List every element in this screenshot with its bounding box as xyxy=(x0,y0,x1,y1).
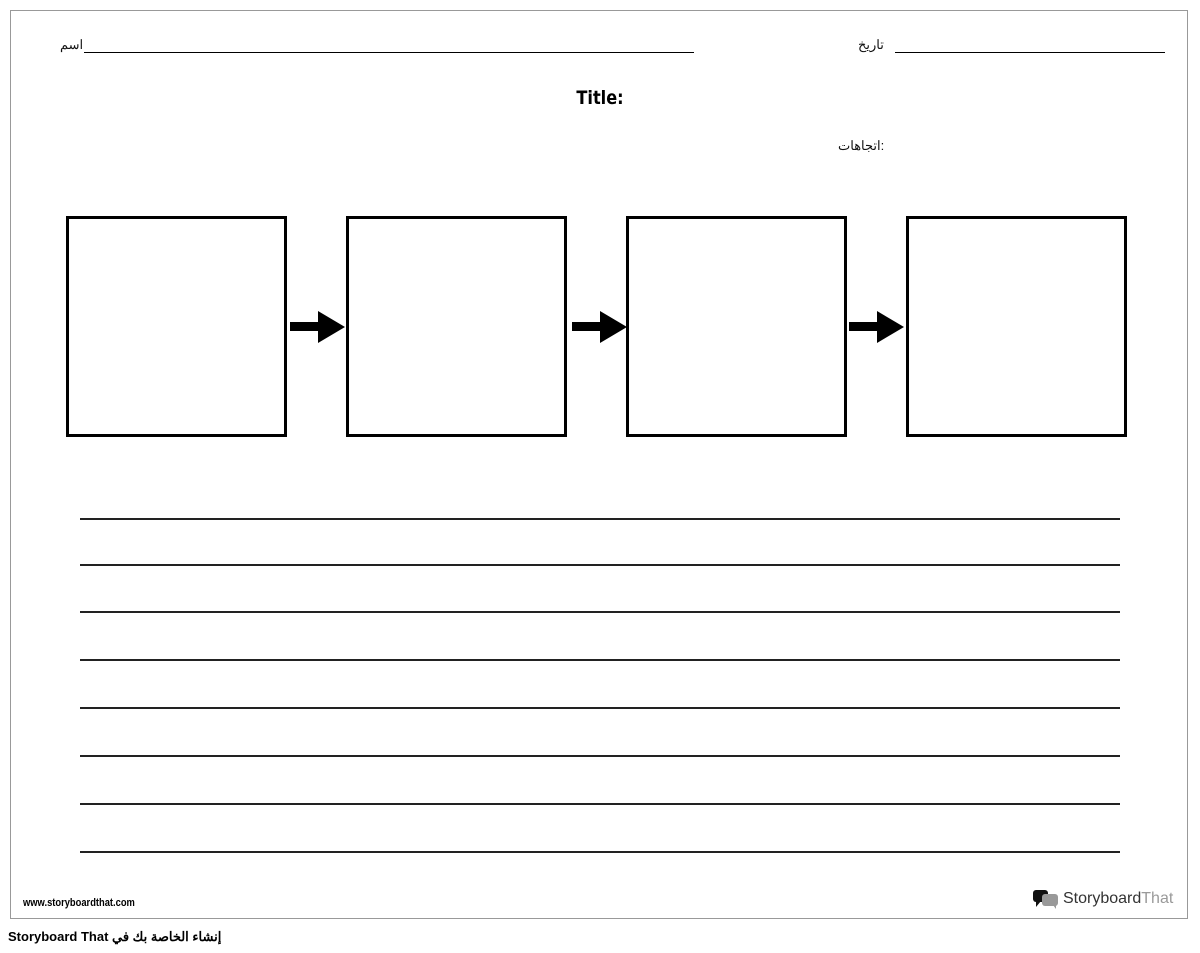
storyboard-cell-4[interactable] xyxy=(906,216,1127,437)
arrow-right-icon xyxy=(572,311,627,343)
writing-line[interactable] xyxy=(80,564,1120,566)
directions-label: اتجاهات: xyxy=(838,138,885,153)
storyboard-cell-2[interactable] xyxy=(346,216,567,437)
writing-line[interactable] xyxy=(80,518,1120,520)
writing-line[interactable] xyxy=(80,659,1120,661)
name-field-line[interactable] xyxy=(84,52,694,53)
logo-text-accent: That xyxy=(1141,890,1174,907)
arrow-right-icon xyxy=(290,311,345,343)
worksheet-card xyxy=(10,10,1188,919)
writing-line[interactable] xyxy=(80,755,1120,757)
name-label: اسم xyxy=(60,37,84,52)
writing-line[interactable] xyxy=(80,611,1120,613)
page-title: Title: xyxy=(576,87,624,109)
storyboard-cell-3[interactable] xyxy=(626,216,847,437)
writing-line[interactable] xyxy=(80,851,1120,853)
arrow-right-icon xyxy=(849,311,904,343)
date-field-line[interactable] xyxy=(895,52,1165,53)
logo-text-main: Storyboard xyxy=(1063,890,1142,907)
date-label: تاريخ xyxy=(858,37,884,52)
writing-line[interactable] xyxy=(80,707,1120,709)
writing-line[interactable] xyxy=(80,803,1120,805)
storyboard-cell-1[interactable] xyxy=(66,216,287,437)
storyboardthat-logo: StoryboardThat xyxy=(1033,889,1173,909)
website-url: www.storyboardthat.com xyxy=(23,897,135,909)
speech-bubbles-icon xyxy=(1033,890,1058,909)
credit-text: Storyboard That إنشاء الخاصة بك في xyxy=(8,929,222,944)
